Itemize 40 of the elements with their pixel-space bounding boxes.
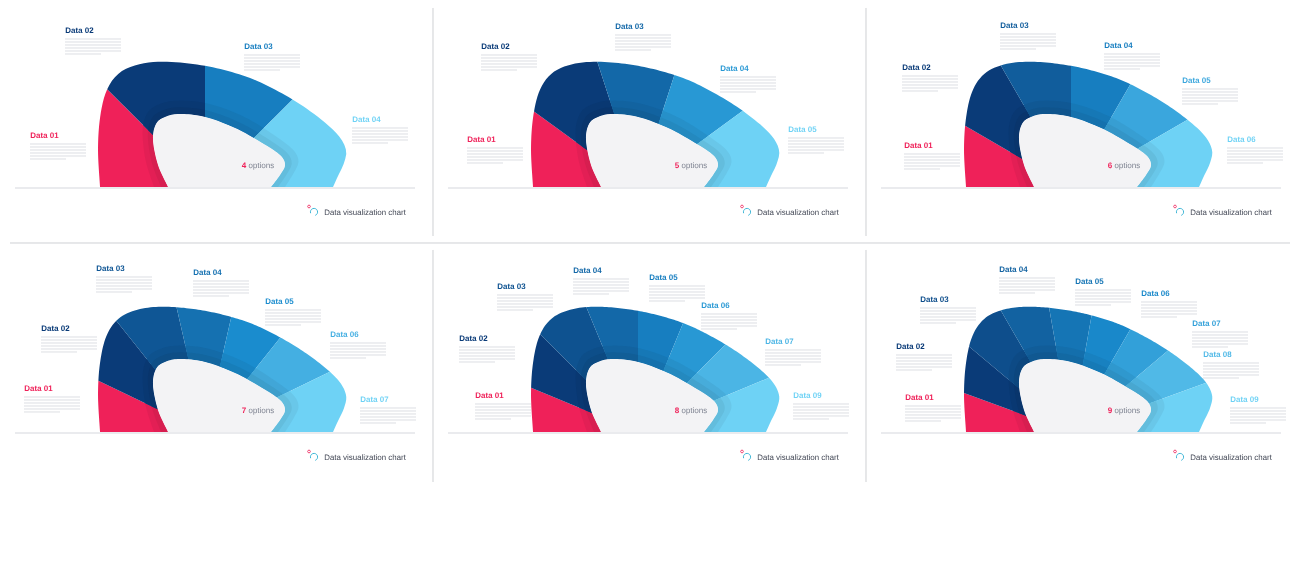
data-heading: Data 06 [330,331,359,338]
data-heading: Data 04 [999,266,1028,273]
data-heading: Data 05 [1182,77,1211,84]
ring-segment [1000,61,1071,118]
data-heading: Data 04 [720,65,749,72]
data-heading: Data 03 [1000,22,1029,29]
data-heading: Data 03 [615,23,644,30]
data-heading: Data 08 [1203,351,1232,358]
data-heading: Data 04 [573,267,602,274]
data-heading: Data 07 [360,396,389,403]
data-heading: Data 01 [475,392,504,399]
data-heading: Data 02 [896,343,925,350]
data-heading: Data 02 [459,335,488,342]
data-heading: Data 05 [1075,278,1104,285]
ring-segment [586,306,638,362]
data-heading: Data 07 [765,338,794,345]
data-heading: Data 02 [902,64,931,71]
data-heading: Data 03 [497,283,526,290]
data-heading: Data 01 [904,142,933,149]
data-heading: Data 01 [24,385,53,392]
data-heading: Data 06 [1141,290,1170,297]
data-heading: Data 09 [793,392,822,399]
data-heading: Data 01 [467,136,496,143]
data-heading: Data 05 [649,274,678,281]
data-heading: Data 06 [1227,136,1256,143]
data-heading: Data 07 [1192,320,1221,327]
data-heading: Data 03 [96,265,125,272]
data-heading: Data 02 [41,325,70,332]
data-heading: Data 04 [1104,42,1133,49]
data-heading: Data 02 [481,43,510,50]
data-heading: Data 05 [265,298,294,305]
data-heading: Data 09 [1230,396,1259,403]
data-heading: Data 03 [920,296,949,303]
data-heading: Data 02 [65,27,94,34]
data-heading: Data 04 [193,269,222,276]
data-heading: Data 06 [701,302,730,309]
data-heading: Data 01 [905,394,934,401]
data-heading: Data 01 [30,132,59,139]
data-heading: Data 05 [788,126,817,133]
data-heading: Data 03 [244,43,273,50]
